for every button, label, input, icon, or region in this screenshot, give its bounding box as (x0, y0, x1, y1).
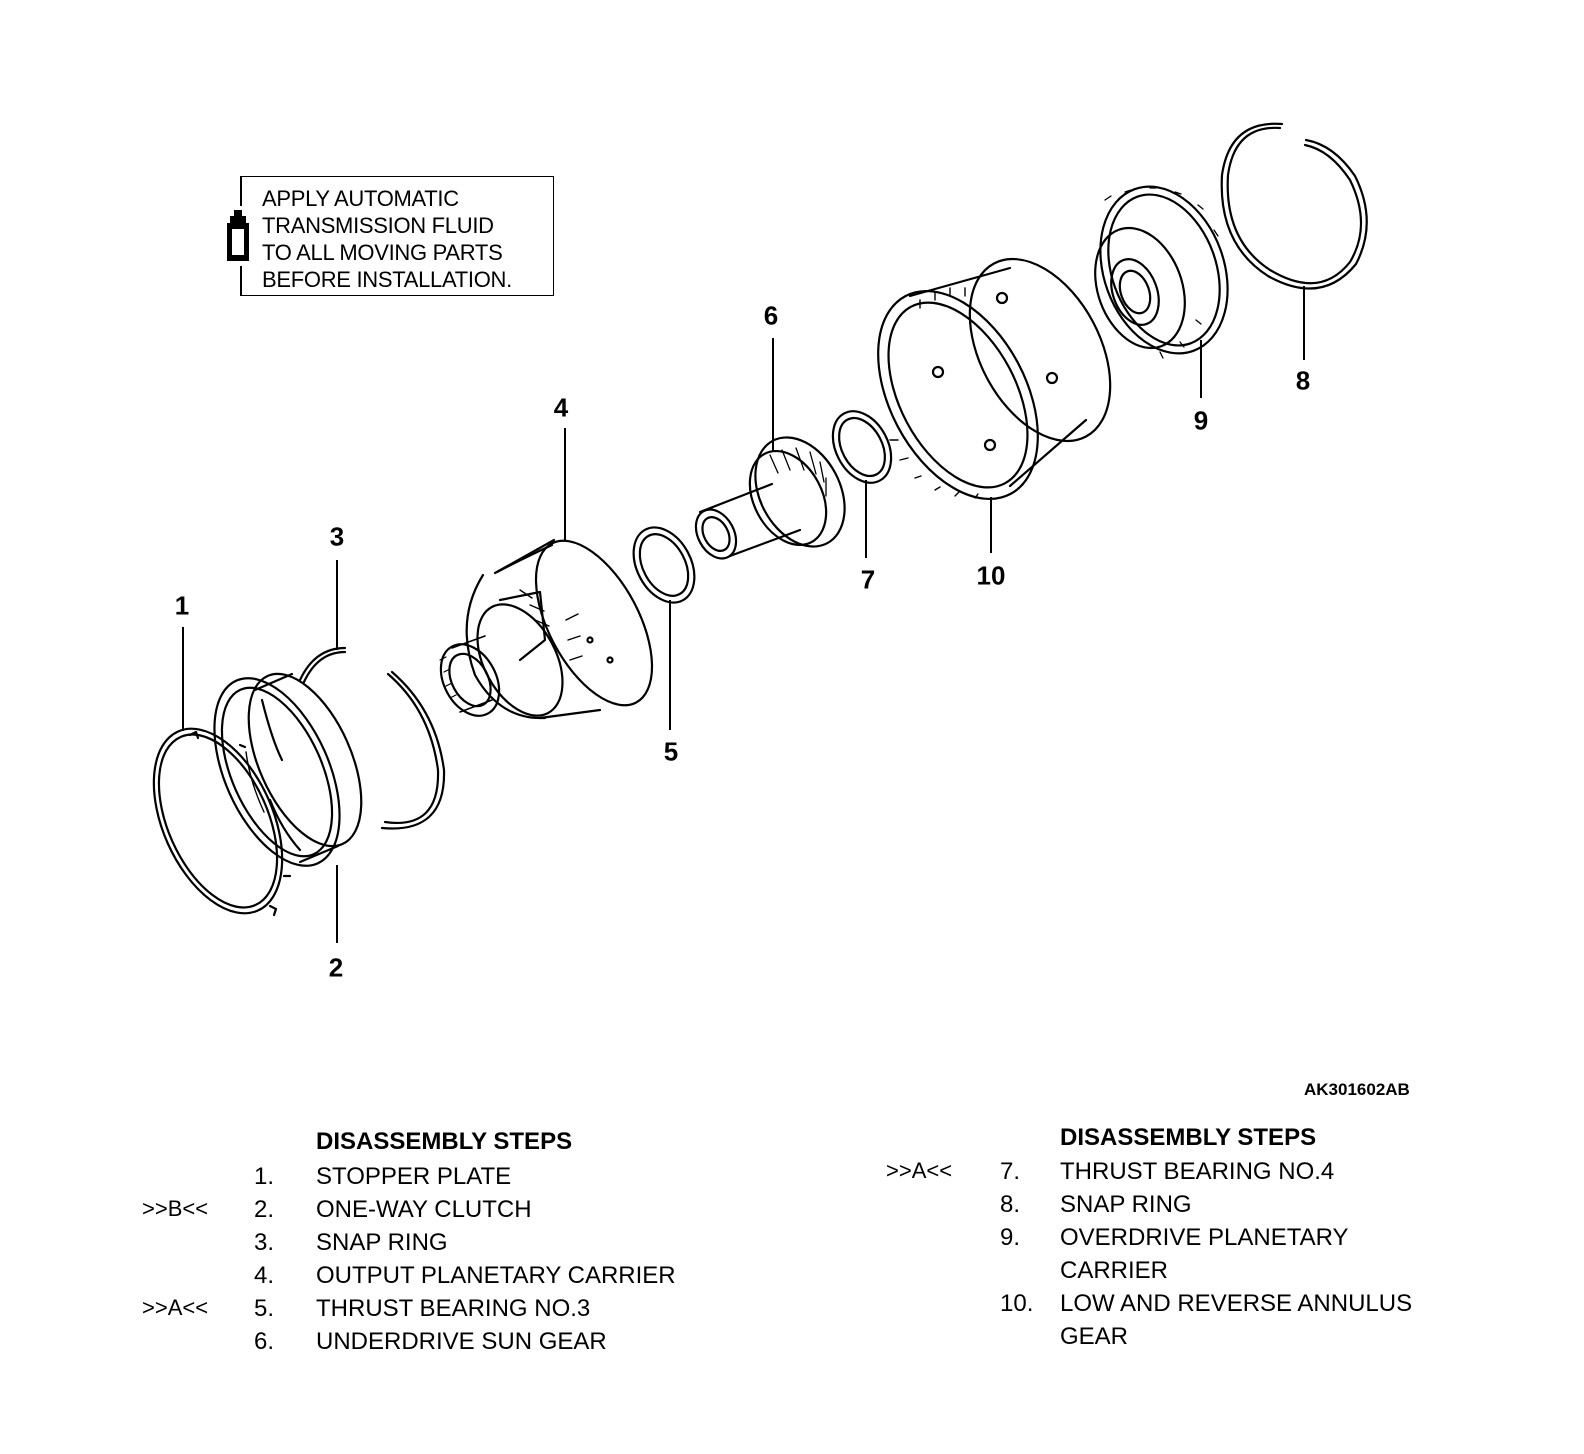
callout-10: 10 (976, 560, 1006, 591)
steps-title: DISASSEMBLY STEPS (316, 1128, 573, 1155)
step-text: GEAR (1060, 1323, 1129, 1350)
step-text: THRUST BEARING NO.4 (1060, 1158, 1335, 1185)
lubrication-note: APPLY AUTOMATIC TRANSMISSION FLUID TO AL… (240, 176, 554, 296)
steps-title: DISASSEMBLY STEPS (1060, 1124, 1317, 1151)
step-marker: >>A<< (886, 1158, 953, 1183)
step-number: 4. (254, 1262, 275, 1289)
figure-code: AK301602AB (1304, 1080, 1410, 1099)
step-text: CARRIER (1060, 1257, 1169, 1284)
one-way-clutch-part (213, 672, 363, 867)
note-text: APPLY AUTOMATIC TRANSMISSION FLUID TO AL… (262, 185, 512, 293)
step-number: 1. (254, 1163, 275, 1190)
step-text: SNAP RING (316, 1229, 448, 1256)
note-line: TRANSMISSION FLUID (262, 213, 494, 238)
step-text: SNAP RING (1060, 1191, 1192, 1218)
low-reverse-annulus-gear-part (877, 257, 1112, 501)
callout-1: 1 (174, 590, 190, 621)
step-text: OUTPUT PLANETARY CARRIER (316, 1262, 676, 1289)
note-bracket-top (240, 176, 242, 206)
step-number: 10. (1000, 1290, 1034, 1317)
note-line: TO ALL MOVING PARTS (262, 240, 503, 265)
step-text: THRUST BEARING NO.3 (316, 1295, 591, 1322)
step-text: UNDERDRIVE SUN GEAR (316, 1328, 607, 1355)
step-text: ONE-WAY CLUTCH (316, 1196, 532, 1223)
note-bracket-bottom (240, 266, 242, 296)
callout-8: 8 (1295, 365, 1311, 396)
callout-2: 2 (328, 952, 344, 983)
snap-ring-part (298, 646, 446, 830)
callout-5: 5 (663, 736, 679, 767)
stopper-plate-part (152, 727, 292, 917)
step-marker: >>B<< (142, 1196, 209, 1221)
step-text: OVERDRIVE PLANETARY (1060, 1224, 1349, 1251)
step-number: 5. (254, 1295, 275, 1322)
step-number: 7. (1000, 1158, 1021, 1185)
callout-4: 4 (553, 392, 569, 423)
step-number: 3. (254, 1229, 275, 1256)
callout-3: 3 (329, 521, 345, 552)
overdrive-planetary-carrier-part (1094, 185, 1229, 359)
step-text: STOPPER PLATE (316, 1163, 512, 1190)
underdrive-sun-gear-part (694, 436, 846, 560)
step-marker: >>A<< (142, 1295, 209, 1320)
step-number: 9. (1000, 1224, 1021, 1251)
large-snap-ring-part (1220, 122, 1368, 290)
callout-9: 9 (1193, 405, 1209, 436)
note-line: APPLY AUTOMATIC (262, 186, 459, 211)
thrust-bearing-no3-part (632, 526, 696, 604)
fluid-bottle-icon (227, 210, 249, 261)
note-line: BEFORE INSTALLATION. (262, 267, 512, 292)
thrust-bearing-no4-part (831, 410, 893, 484)
output-planetary-carrier-part (439, 538, 654, 720)
leader-lines (182, 286, 1305, 943)
step-number: 8. (1000, 1191, 1021, 1218)
step-number: 2. (254, 1196, 275, 1223)
callout-6: 6 (763, 300, 779, 331)
step-number: 6. (254, 1328, 275, 1355)
callout-7: 7 (860, 564, 876, 595)
step-text: LOW AND REVERSE ANNULUS (1060, 1290, 1413, 1317)
